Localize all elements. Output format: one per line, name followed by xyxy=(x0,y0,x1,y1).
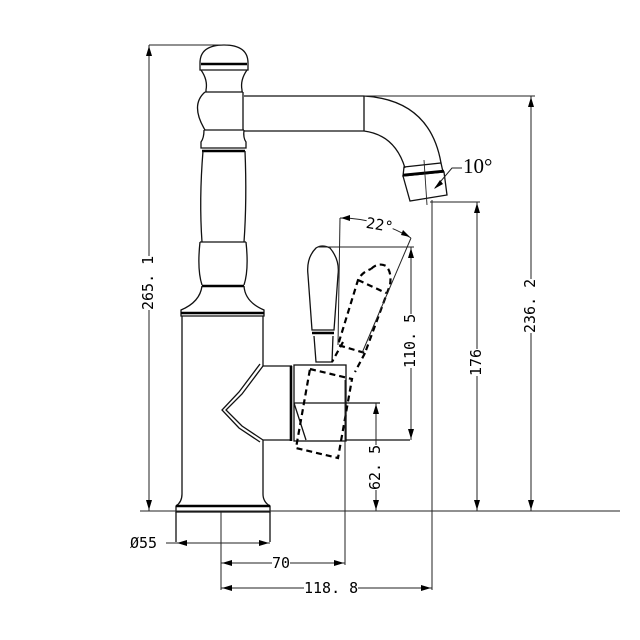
dim-handle-axis-height: 62. 5 xyxy=(366,444,384,490)
dim-handle-reach: 70 xyxy=(272,554,291,572)
dim-overall-height: 265. 1 xyxy=(139,255,157,310)
faucet-body xyxy=(175,44,410,542)
lever-handle xyxy=(307,245,339,363)
dim-outlet-angle: 10° xyxy=(463,154,493,178)
dim-base-diameter: Ø55 xyxy=(130,534,158,552)
dim-handle-height: 110. 5 xyxy=(401,313,419,368)
dim-spout-reach: 118. 8 xyxy=(304,579,359,597)
dim-spout-height: 236. 2 xyxy=(521,278,539,333)
dimension-lines xyxy=(140,44,620,591)
spout xyxy=(244,95,448,206)
dim-handle-angle: 22° xyxy=(364,213,395,237)
lever-handle-rotated-outline xyxy=(294,263,392,460)
dim-outlet-height: 176 xyxy=(467,348,485,376)
